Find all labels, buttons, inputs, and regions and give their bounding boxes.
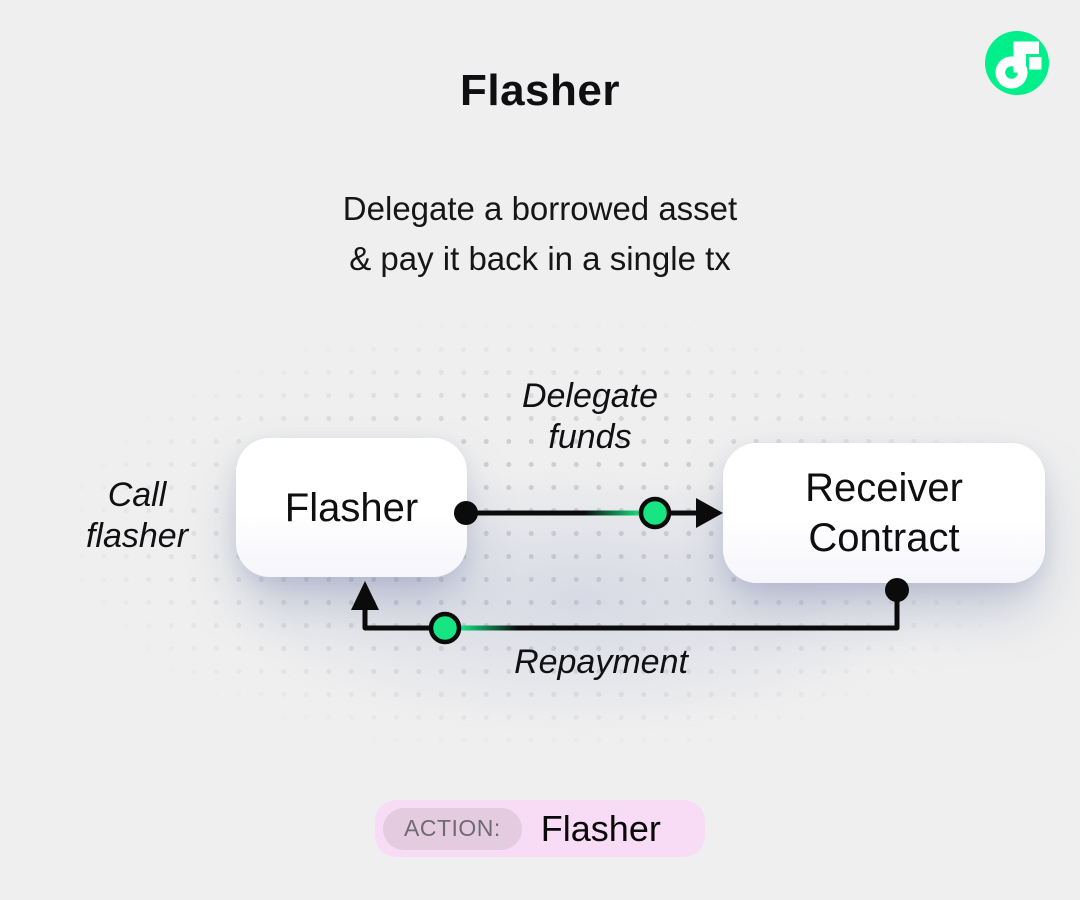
subtitle-line-2: & pay it back in a single tx (349, 240, 731, 277)
receiver-label-line-2: Contract (808, 516, 960, 560)
receiver-contract-node: Receiver Contract (723, 443, 1045, 583)
receiver-label-line-1: Receiver (805, 466, 963, 510)
page-title: Flasher (459, 66, 620, 115)
call-flasher-label: Call flasher (27, 475, 247, 557)
flasher-node-label: Flasher (284, 485, 419, 530)
action-badge-value: Flasher (540, 807, 661, 849)
action-badge-pill: ACTION: (383, 807, 522, 850)
call-flasher-line-1: Call (107, 476, 167, 514)
receiver-node-label: Receiver Contract (805, 463, 963, 563)
flasher-node: Flasher (236, 438, 467, 577)
delegate-funds-line-1: Delegate (521, 377, 659, 415)
flow-logo-icon (985, 31, 1049, 95)
subtitle-line-1: Delegate a borrowed asset (342, 190, 738, 227)
page-subtitle: Delegate a borrowed asset & pay it back … (0, 184, 1080, 284)
repayment-label: Repayment (514, 643, 688, 681)
action-badge: ACTION: Flasher (375, 800, 705, 857)
delegate-funds-line-2: funds (548, 418, 632, 456)
delegate-funds-label: Delegate funds (470, 376, 710, 458)
call-flasher-line-2: flasher (85, 517, 189, 555)
